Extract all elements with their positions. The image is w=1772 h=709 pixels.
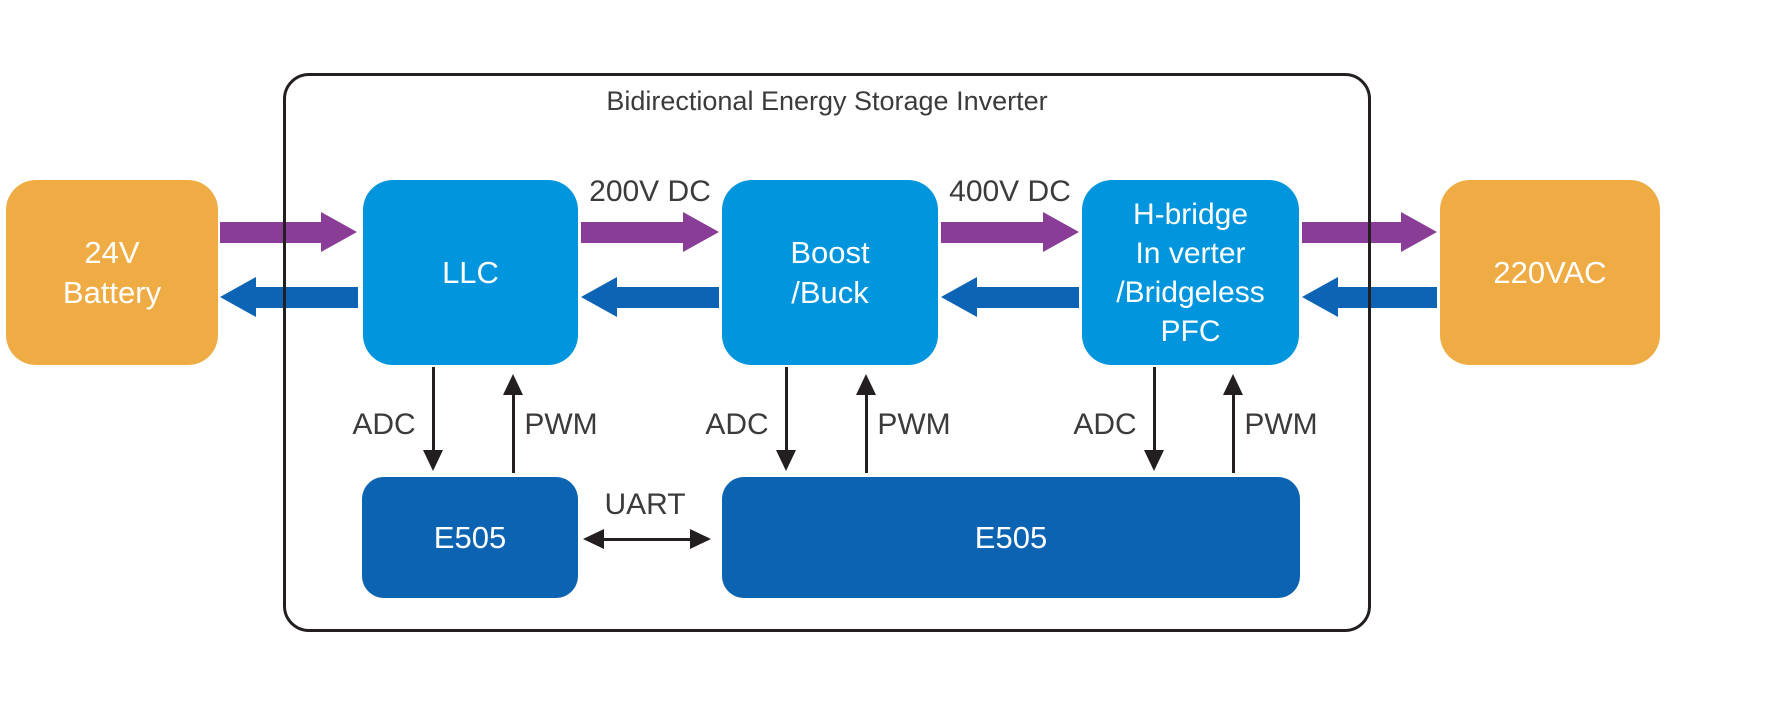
power-arrow-right-llc-to-boost (581, 212, 719, 252)
arrow-shaft (1338, 286, 1437, 308)
arrow-head-down-icon (1144, 450, 1164, 471)
arrow-head-left-icon (941, 277, 977, 317)
pwm-label-llc: PWM (524, 408, 598, 441)
controller-right-label: E505 (974, 519, 1048, 555)
arrow-head-right-icon (1043, 212, 1079, 252)
dc400-label: 400V DC (949, 175, 1071, 208)
controller-left-node: E505 (362, 477, 578, 598)
boost-buck-node: Boost /Buck (722, 180, 938, 365)
arrow-head-right-icon (321, 212, 357, 252)
boost-buck-label-line1: Boost (790, 234, 870, 270)
uart-line (600, 538, 694, 541)
uart-label: UART (604, 488, 686, 521)
pwm-line-llc (512, 394, 515, 473)
power-arrow-left-llc-to-battery (220, 277, 358, 317)
arrow-shaft (941, 221, 1043, 243)
arrow-head-left-icon (581, 277, 617, 317)
adc-line-hbridge (1153, 367, 1156, 451)
arrow-shaft (977, 286, 1079, 308)
pwm-label-boost: PWM (877, 408, 951, 441)
arrow-head-right-icon (683, 212, 719, 252)
pwm-line-hbridge (1232, 394, 1235, 473)
adc-line-boost (785, 367, 788, 451)
arrow-head-left-icon (220, 277, 256, 317)
h-bridge-label-line2: In verter (1135, 236, 1246, 270)
battery-label-line1: 24V (84, 234, 140, 270)
ac-grid-node: 220VAC (1440, 180, 1660, 365)
adc-line-llc (432, 367, 435, 451)
arrow-head-down-icon (423, 450, 443, 471)
battery-node: 24V Battery (6, 180, 218, 365)
ac-grid-label: 220VAC (1493, 254, 1607, 290)
arrow-shaft (256, 286, 358, 308)
controller-right-node: E505 (722, 477, 1300, 598)
llc-node: LLC (363, 180, 578, 365)
pwm-label-hbridge: PWM (1244, 408, 1318, 441)
h-bridge-label-line1: H-bridge (1132, 197, 1249, 231)
h-bridge-label-line4: PFC (1160, 314, 1221, 348)
arrow-head-up-icon (1223, 374, 1243, 395)
arrow-head-up-icon (503, 374, 523, 395)
power-arrow-right-battery-to-llc (220, 212, 357, 252)
arrow-shaft (1302, 221, 1401, 243)
adc-label-hbridge: ADC (1073, 408, 1137, 441)
arrow-head-left-icon (1302, 277, 1338, 317)
dc200-label: 200V DC (589, 175, 711, 208)
arrow-shaft (581, 221, 683, 243)
power-arrow-left-hbridge-to-boost (941, 277, 1079, 317)
arrow-head-right-icon (1401, 212, 1437, 252)
arrow-head-up-icon (856, 374, 876, 395)
arrow-shaft (617, 286, 719, 308)
boost-buck-label-line2: /Buck (791, 274, 869, 310)
power-arrow-left-ac-to-hbridge (1302, 277, 1437, 317)
power-arrow-right-hbridge-to-ac (1302, 212, 1437, 252)
arrow-head-right-icon (690, 529, 711, 549)
arrow-head-left-icon (583, 529, 604, 549)
pwm-line-boost (865, 394, 868, 473)
arrow-head-down-icon (776, 450, 796, 471)
h-bridge-node: H-bridge In verter /Bridgeless PFC (1082, 180, 1299, 365)
adc-label-boost: ADC (705, 408, 769, 441)
battery-label-line2: Battery (62, 274, 162, 310)
inverter-boundary-box (283, 73, 1371, 632)
controller-left-label: E505 (433, 519, 507, 555)
diagram-title: Bidirectional Energy Storage Inverter (606, 86, 1048, 116)
power-arrow-right-boost-to-hbridge (941, 212, 1079, 252)
power-arrow-left-boost-to-llc (581, 277, 719, 317)
llc-label: LLC (442, 254, 499, 290)
h-bridge-label-line3: /Bridgeless (1116, 275, 1265, 309)
adc-label-llc: ADC (352, 408, 416, 441)
arrow-shaft (220, 221, 321, 243)
